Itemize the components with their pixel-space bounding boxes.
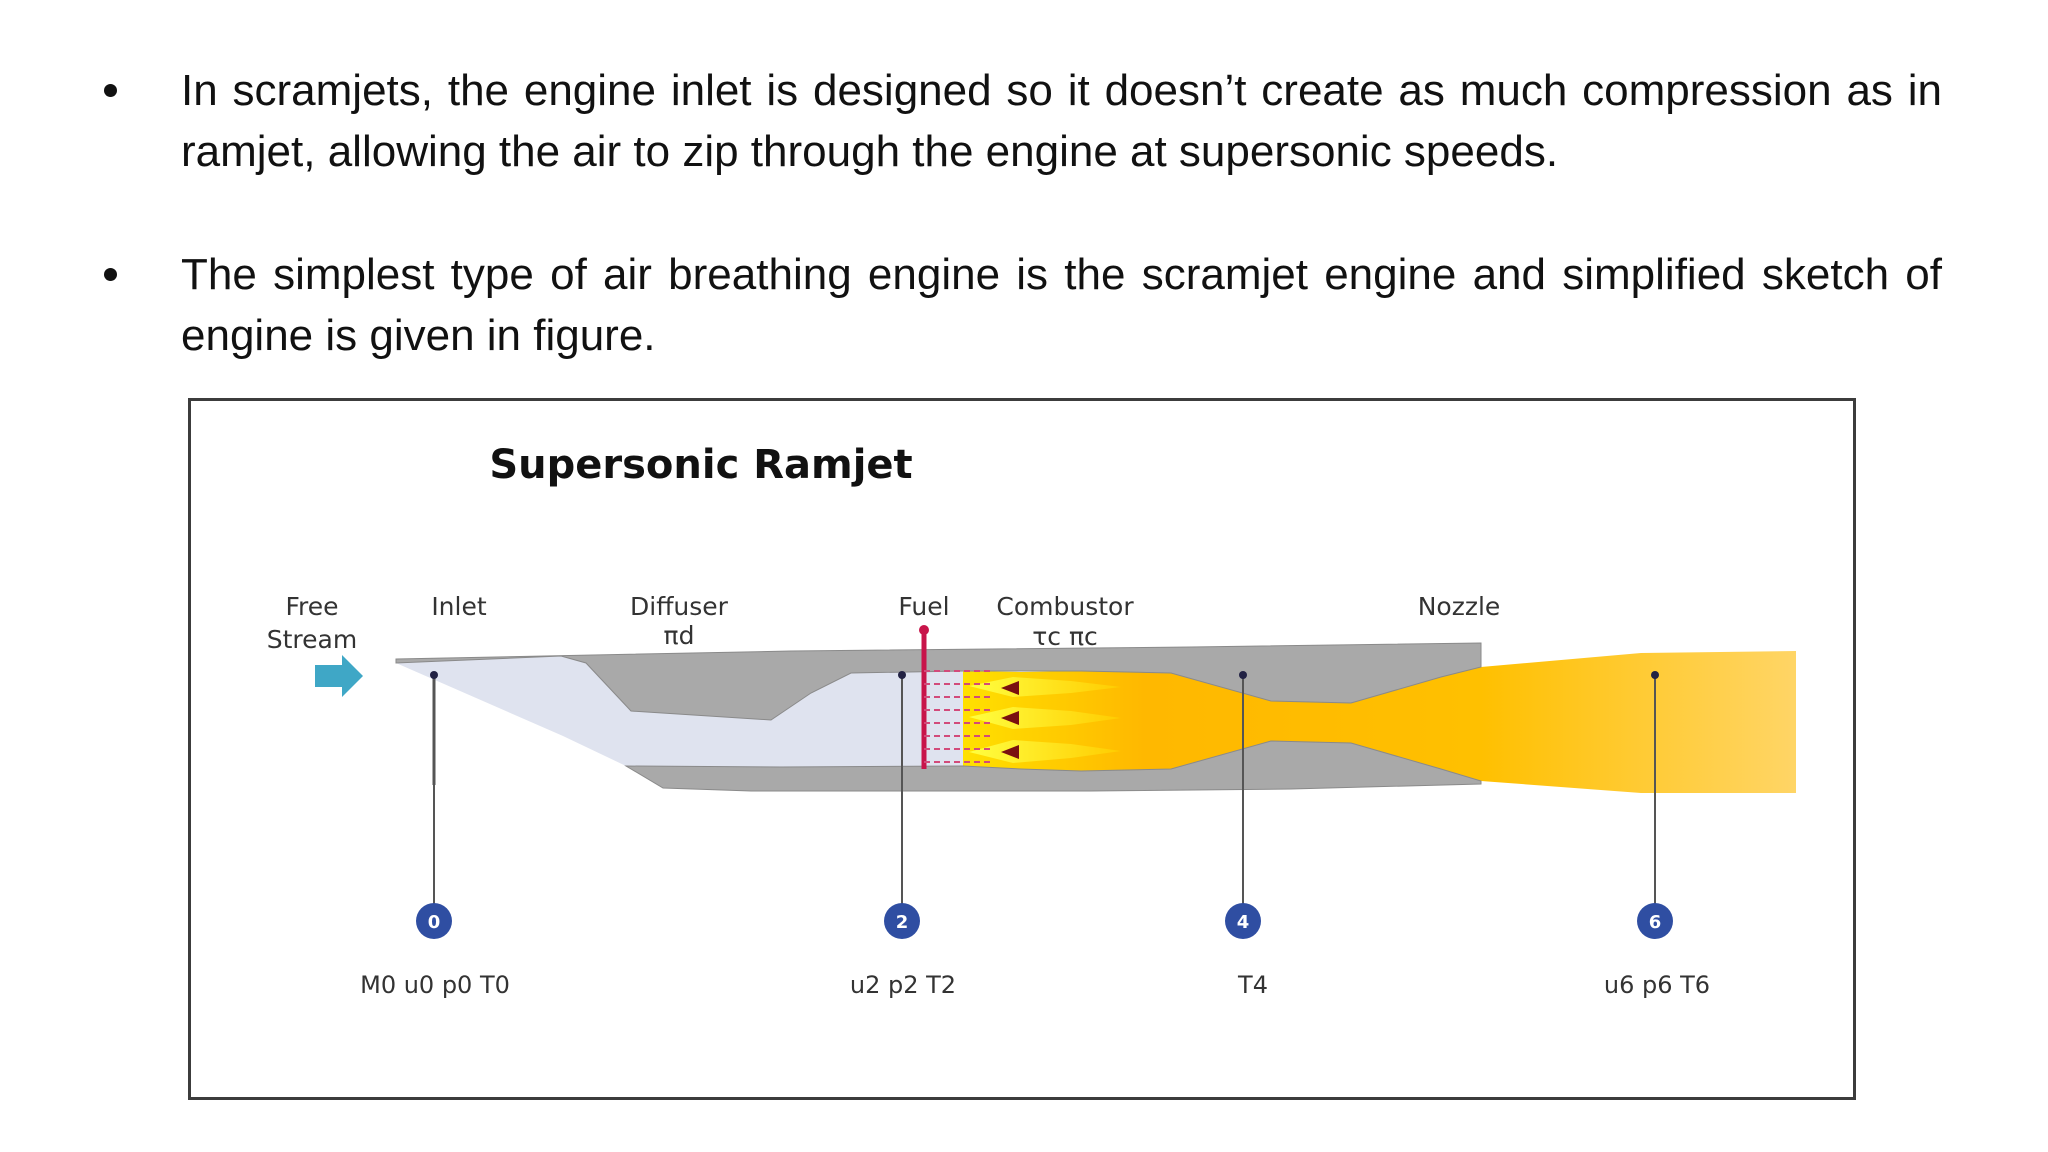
diffuser-label: Diffuser [630,592,729,621]
figure-title: Supersonic Ramjet [489,442,912,488]
nozzle-label: Nozzle [1418,592,1501,621]
flame-jet [969,740,1121,763]
fuel-inlet-dot [919,625,929,635]
diffuser-symbol: πd [664,621,695,650]
station-number: 2 [896,912,909,933]
station-0: 0 M0 u0 p0 T0 [360,671,510,999]
lower-casing [624,740,1482,792]
free-stream-arrow-icon [315,655,363,697]
station-vars: T4 [1237,971,1268,999]
station-4: 4 T4 [1225,671,1268,999]
free-stream-label: Free [285,592,338,621]
station-vars: M0 u0 p0 T0 [360,971,510,999]
station-number: 4 [1237,912,1250,933]
upper-casing [395,642,1482,721]
air-flow-region [396,656,963,767]
station-2: 2 u2 p2 T2 [850,671,956,999]
station-number: 6 [1649,912,1662,933]
station-number: 0 [428,912,441,933]
flame-holder-icon [1001,745,1019,759]
inlet-label: Inlet [431,592,487,621]
bullet-dot [104,84,117,97]
flame-jet [969,677,1121,697]
flame-holder-icon [1001,711,1019,725]
bullet-text: In scramjets, the engine inlet is design… [181,66,1942,176]
free-stream-label: Stream [267,625,357,654]
ramjet-diagram: Supersonic Ramjet Free Stream Inlet Diff… [267,442,1796,999]
station-vars: u2 p2 T2 [850,971,956,999]
fuel-label: Fuel [898,592,949,621]
flame-jet [969,707,1121,729]
bullet-dot [104,268,117,281]
combustor-symbols: τc πc [1032,622,1098,651]
ramjet-figure: Supersonic Ramjet Free Stream Inlet Diff… [188,398,1856,1100]
exhaust-plume [1481,651,1796,793]
bullet-text: The simplest type of air breathing engin… [181,250,1942,360]
flame-holder-icon [1001,681,1019,695]
station-vars: u6 p6 T6 [1604,971,1710,999]
fuel-spray-lines [924,670,991,763]
station-6: 6 u6 p6 T6 [1604,671,1710,999]
combustor-label: Combustor [996,592,1134,621]
